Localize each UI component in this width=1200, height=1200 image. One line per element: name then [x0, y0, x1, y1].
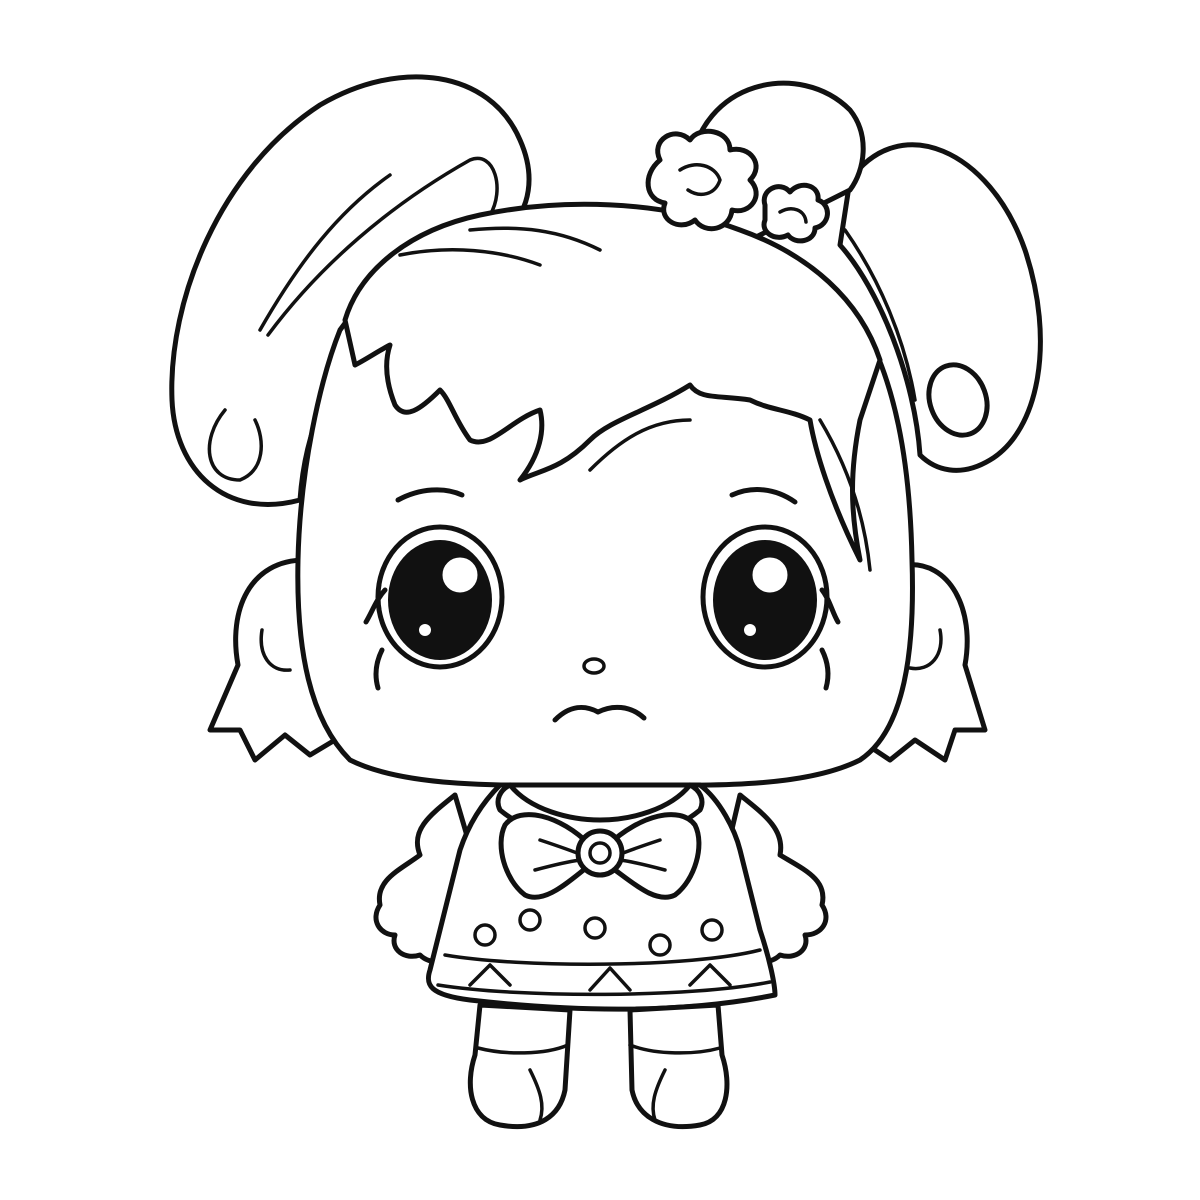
nose — [582, 657, 606, 675]
right-leg — [627, 1002, 730, 1129]
flower-hair-clip — [645, 128, 830, 244]
left-eyebrow — [395, 487, 465, 503]
mouth — [552, 704, 647, 723]
left-eye — [363, 524, 505, 691]
bow — [498, 812, 702, 900]
right-eye — [700, 524, 841, 691]
left-leg — [467, 1002, 573, 1129]
right-eyebrow — [729, 487, 798, 505]
dress — [373, 782, 829, 1012]
